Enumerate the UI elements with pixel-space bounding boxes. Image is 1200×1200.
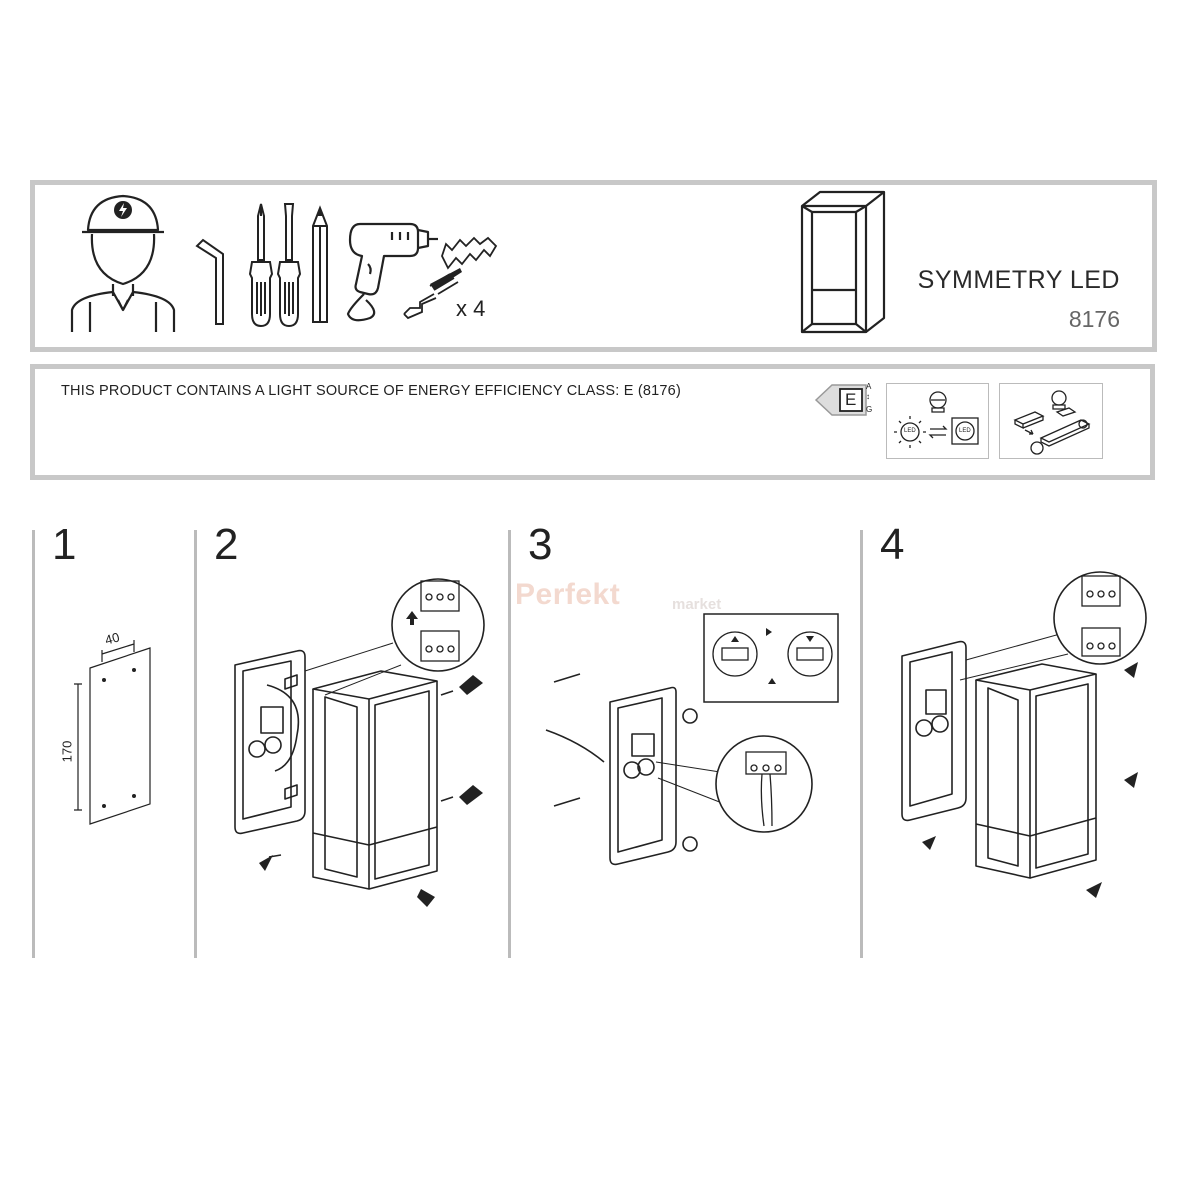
step-4-number: 4 <box>880 520 905 569</box>
step4-drawing <box>901 571 1147 898</box>
energy-notice-text: THIS PRODUCT CONTAINS A LIGHT SOURCE OF … <box>61 383 681 399</box>
dimension-height: 170 <box>59 740 75 763</box>
led-replace-box <box>886 383 989 459</box>
drill-icon <box>346 222 438 322</box>
step2-divider <box>194 530 197 958</box>
energy-range-bottom: G <box>866 405 873 414</box>
step1-divider <box>32 530 35 958</box>
screwdriver-phillips-icon <box>248 203 274 328</box>
product-name: SYMMETRY LED <box>917 266 1120 294</box>
notice-box <box>30 364 1155 480</box>
energy-class-label <box>814 384 867 416</box>
header-box <box>30 180 1157 352</box>
step4-divider <box>860 530 863 958</box>
product-code: 8176 <box>1068 306 1120 332</box>
screw-plug-icon <box>403 236 498 320</box>
energy-range-top: A <box>866 382 872 391</box>
hex-key-icon <box>195 238 224 325</box>
step1-template-drawing <box>74 640 151 825</box>
electrician-icon <box>70 194 176 332</box>
pencil-icon <box>312 205 328 323</box>
step-2-number: 2 <box>214 520 239 569</box>
screwdriver-flat-icon <box>276 203 302 328</box>
step2-drawing <box>234 578 485 907</box>
screw-quantity: x 4 <box>456 296 486 321</box>
energy-class-letter: E <box>845 390 857 409</box>
driver-replace-box <box>999 383 1103 459</box>
step-1-number: 1 <box>52 520 77 569</box>
led-label-left: LED <box>904 428 916 434</box>
step3-divider <box>508 530 511 958</box>
product-thumbnail <box>800 190 886 334</box>
energy-range-arrow: ↕ <box>866 392 870 401</box>
watermark-brand: Perfekt <box>515 578 621 611</box>
step-3-number: 3 <box>528 520 553 569</box>
watermark-suffix: market <box>672 596 722 613</box>
led-label-right: LED <box>959 428 971 434</box>
led-replace-icon <box>894 391 979 448</box>
step3-drawing <box>545 613 839 866</box>
driver-replace-icon <box>1013 390 1091 455</box>
